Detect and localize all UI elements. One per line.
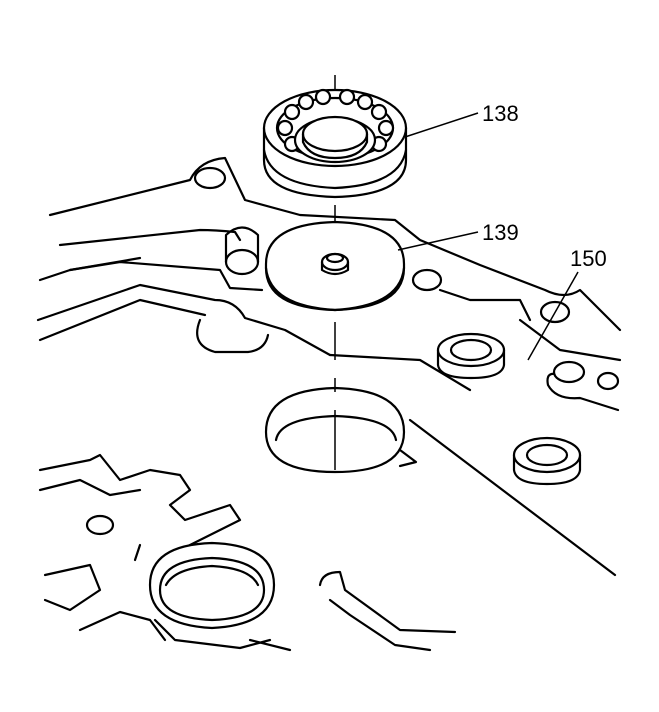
leader-lines	[397, 112, 579, 361]
seal-ring-upper	[436, 332, 506, 380]
callout-150: 150	[570, 246, 607, 271]
callout-139: 139	[482, 220, 519, 245]
housing-casting	[36, 156, 622, 652]
seal-ring-lower	[512, 436, 582, 486]
callout-138: 138	[482, 101, 519, 126]
bearing-balls	[276, 88, 395, 153]
thrust-plate	[264, 220, 406, 312]
ball-bearing	[262, 88, 408, 199]
